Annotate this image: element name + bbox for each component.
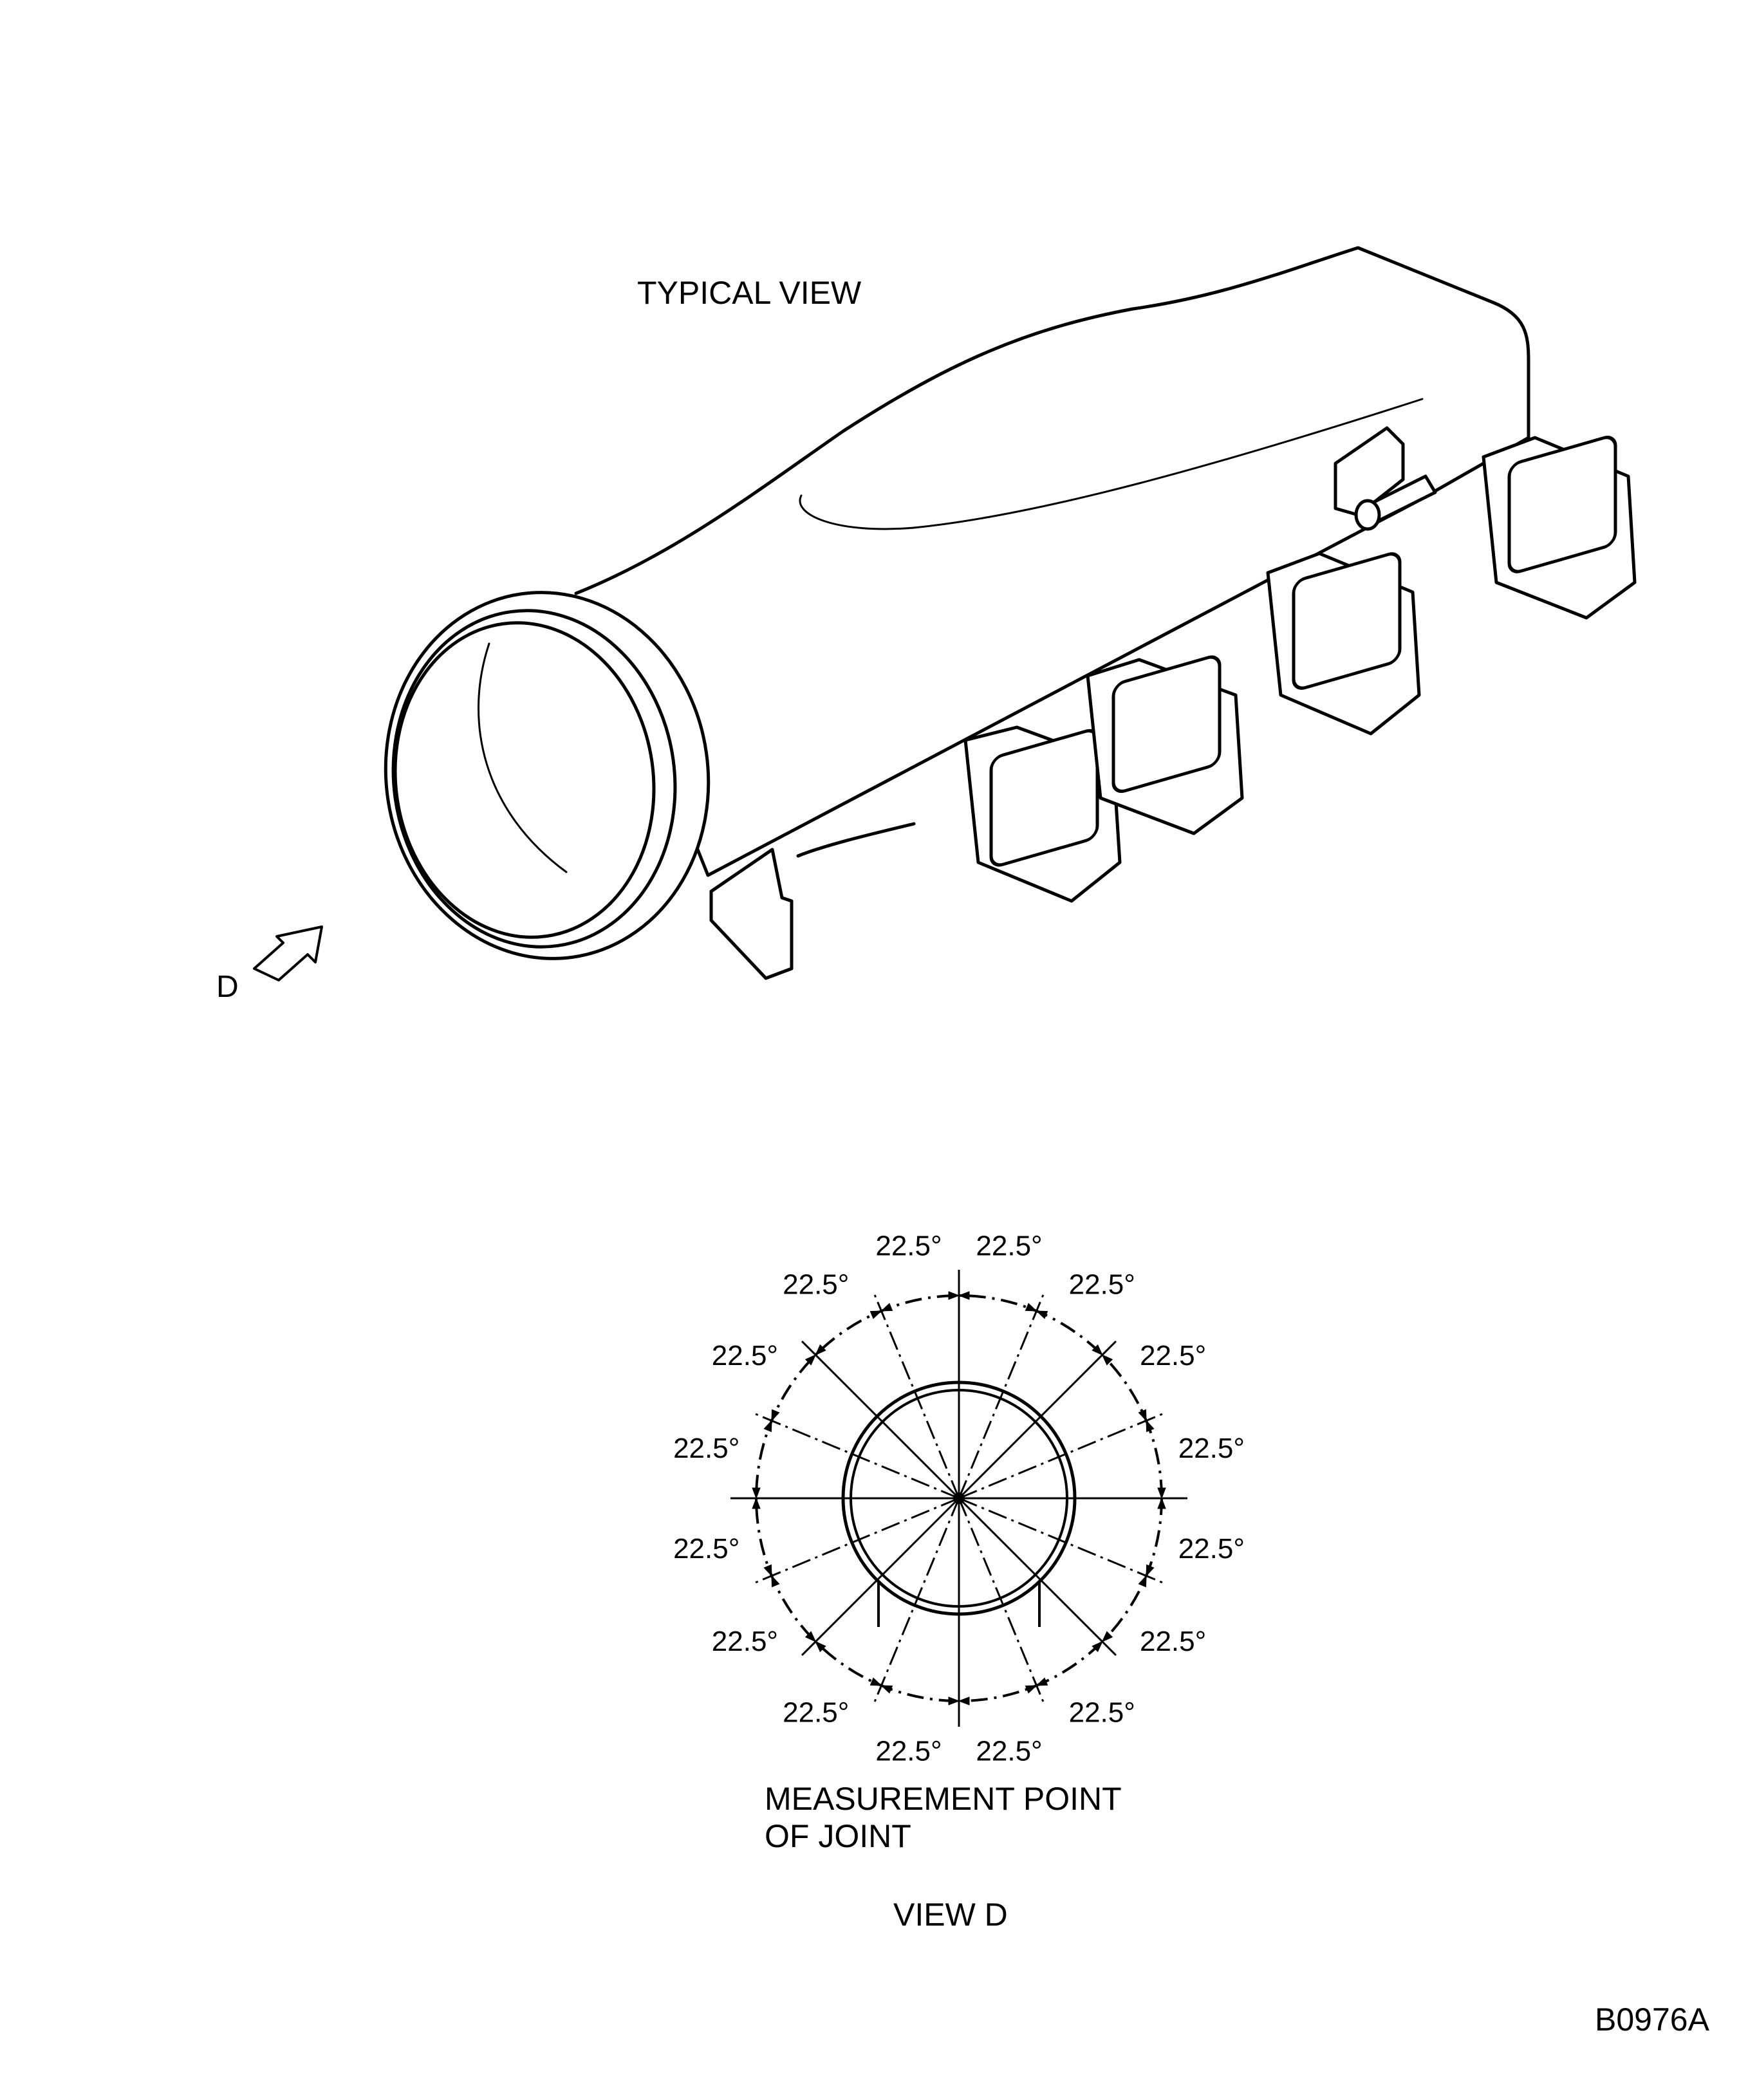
angle-label: 22.5°	[673, 1433, 739, 1464]
angle-label: 22.5°	[1140, 1340, 1206, 1371]
angle-label: 22.5°	[1178, 1533, 1245, 1565]
inlet-flange-lip	[391, 609, 677, 949]
inlet-inner-wall	[478, 642, 568, 873]
angle-label: 22.5°	[673, 1533, 739, 1565]
center-point	[953, 1492, 965, 1504]
dimension-arrowhead	[1157, 1487, 1166, 1509]
duct-isometric-view	[253, 246, 1637, 981]
division-line	[801, 1497, 960, 1657]
angle-label: 22.5°	[712, 1340, 778, 1371]
outlet-port-3	[1266, 552, 1421, 736]
dimension-arrowhead	[869, 1677, 893, 1694]
dimension-arrowhead	[804, 1344, 826, 1366]
inlet-flange-outer	[384, 591, 711, 960]
typical-view-title: TYPICAL VIEW	[637, 275, 862, 311]
outlet-port-2	[1086, 655, 1244, 835]
pipe-support-lugs	[877, 1582, 1041, 1627]
dimension-arrowhead	[763, 1409, 780, 1433]
division-line	[958, 1497, 1165, 1584]
view-d-caption: VIEW D	[893, 1897, 1008, 1933]
duct-body-highlight	[799, 398, 1424, 530]
dimension-arrowhead	[1092, 1631, 1113, 1653]
angle-label: 22.5°	[1140, 1626, 1206, 1657]
view-d-arrow	[253, 925, 323, 981]
angle-label: 22.5°	[712, 1626, 778, 1657]
outlet-port-1	[963, 725, 1122, 903]
outlet-port-4	[1482, 436, 1637, 620]
angle-label: 22.5°	[875, 1231, 942, 1262]
dimension-arrowhead	[948, 1291, 970, 1300]
division-line	[958, 1292, 1045, 1499]
dimension-arrowhead	[1025, 1303, 1048, 1319]
division-line	[958, 1412, 1165, 1500]
dimension-arrowhead	[948, 1696, 970, 1705]
dimension-arrowhead	[763, 1564, 780, 1588]
division-line	[958, 1498, 1045, 1704]
mount-tab	[709, 848, 794, 980]
duct-underside	[796, 822, 916, 858]
pin-bracket	[1334, 426, 1437, 531]
division-line	[801, 1340, 960, 1500]
dimension-arrowhead	[1138, 1564, 1155, 1588]
inlet-flange-inner	[393, 621, 656, 939]
angle-label: 22.5°	[1069, 1268, 1135, 1300]
division-line	[873, 1292, 960, 1499]
division-line	[753, 1412, 960, 1500]
measurement-caption-line2: OF JOINT	[765, 1818, 911, 1854]
dimension-arrowhead	[1025, 1677, 1048, 1694]
dimension-arrowhead	[804, 1631, 826, 1653]
division-line	[753, 1497, 960, 1584]
dimension-arrowhead	[1138, 1409, 1155, 1433]
angle-label: 22.5°	[875, 1735, 942, 1767]
measurement-caption-line1: MEASUREMENT POINT	[765, 1781, 1122, 1817]
angle-label: 22.5°	[783, 1268, 849, 1300]
view-arrow-label: D	[216, 970, 239, 1004]
angle-label: 22.5°	[1178, 1433, 1245, 1464]
angle-label: 22.5°	[976, 1735, 1042, 1767]
view-d-diagram: 22.5° 22.5° 22.5° 22.5° 22.5° 22.5° 22.5° 22.5°…	[673, 1231, 1245, 1767]
division-line	[873, 1498, 960, 1704]
dimension-arrowhead	[1092, 1344, 1113, 1366]
dimension-arrowhead	[752, 1487, 761, 1509]
angle-label: 22.5°	[976, 1231, 1042, 1262]
angle-label: 22.5°	[1069, 1697, 1135, 1729]
angle-label: 22.5°	[783, 1697, 849, 1729]
division-line	[958, 1497, 1117, 1657]
division-line	[958, 1340, 1117, 1500]
figure-id: B0976A	[1595, 2002, 1709, 2038]
dimension-arrowhead	[869, 1303, 893, 1319]
